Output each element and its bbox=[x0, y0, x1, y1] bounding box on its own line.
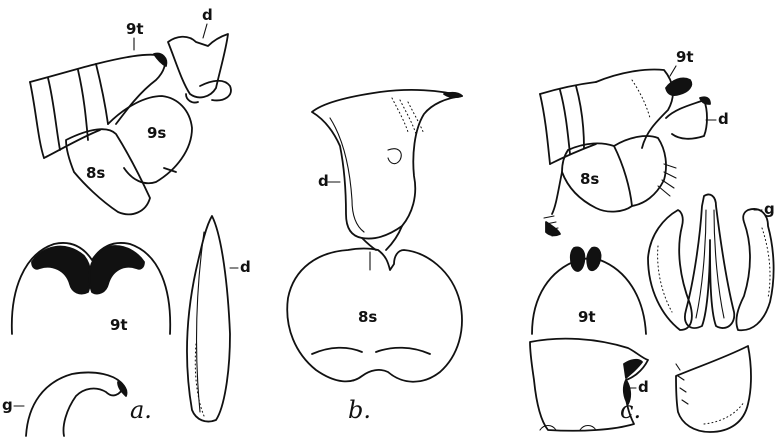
caption-c: c. bbox=[620, 396, 641, 424]
dististyle-mesal-stipple bbox=[704, 402, 744, 424]
sternite-mark bbox=[312, 348, 362, 354]
dististyle-mesal-outline bbox=[676, 346, 751, 432]
dististyle-outline bbox=[312, 90, 462, 239]
label-d: d bbox=[318, 172, 329, 190]
sternite-8-shape bbox=[66, 129, 150, 214]
tergite-lobe bbox=[32, 247, 91, 294]
panel-b: d 8s b. bbox=[287, 90, 462, 424]
panel-c-gonostylus-view: g bbox=[648, 194, 775, 330]
tergite-9-shape bbox=[596, 70, 673, 149]
segment-outline bbox=[96, 64, 108, 124]
segment-outline bbox=[576, 86, 584, 148]
label-9t: 9t bbox=[126, 20, 144, 38]
label-8s: 8s bbox=[86, 164, 105, 182]
gonostylus-right-edge bbox=[762, 228, 770, 298]
dististyle-stipple bbox=[400, 100, 416, 134]
dististyle-mesal-setae bbox=[676, 364, 688, 404]
dististyle-tip bbox=[444, 93, 462, 98]
panel-c-tergite-view: 9t bbox=[532, 248, 646, 334]
dististyle-stipple bbox=[392, 98, 408, 132]
panel-a-dististyle-view: d bbox=[187, 216, 251, 422]
panel-c-side-view: 9t d 8s bbox=[540, 48, 729, 236]
dististyle-outline bbox=[187, 216, 230, 422]
label-9t: 9t bbox=[676, 48, 694, 66]
label-d: d bbox=[202, 6, 213, 24]
caption-a: a. bbox=[130, 396, 152, 424]
gonostylus-right bbox=[736, 209, 773, 330]
sternite-mark bbox=[376, 348, 430, 354]
segment-outline bbox=[44, 130, 100, 158]
label-d: d bbox=[718, 110, 729, 128]
segment-outline bbox=[540, 82, 596, 94]
tergite-lobe bbox=[89, 246, 144, 294]
panel-c: 9t d 8s 9t g bbox=[530, 48, 775, 432]
tergite-9-apex bbox=[154, 54, 166, 66]
gonostylus-outline bbox=[26, 373, 124, 437]
label-9t: 9t bbox=[578, 308, 596, 326]
dististyle-tip bbox=[700, 97, 710, 104]
label-d: d bbox=[638, 378, 649, 396]
tergite-spine bbox=[587, 248, 600, 271]
sternite-9-bristles bbox=[658, 164, 676, 196]
segment-outline bbox=[560, 90, 570, 154]
leader-line bbox=[203, 24, 207, 38]
sternite-8-lobe bbox=[552, 172, 562, 214]
label-8s: 8s bbox=[358, 308, 377, 326]
panel-a-tergite-view: 9t bbox=[12, 243, 170, 334]
gonostylus-left-edge bbox=[658, 246, 672, 312]
segment-outline bbox=[78, 70, 88, 140]
panel-a-gonostylus-view: g bbox=[2, 373, 127, 437]
label-9s: 9s bbox=[147, 124, 166, 142]
tergite-spine bbox=[571, 248, 585, 271]
stalk bbox=[386, 226, 402, 250]
label-9t: 9t bbox=[110, 316, 128, 334]
panel-b-dististyle-view: d bbox=[312, 90, 462, 250]
panel-a-side-view: 9t d 9s 8s bbox=[30, 6, 231, 214]
segment-outline bbox=[30, 64, 96, 82]
panel-a: 9t d 9s 8s 9t g d a. bbox=[2, 6, 251, 436]
segment-outline bbox=[540, 94, 550, 164]
dististyle-notch bbox=[388, 149, 401, 164]
sternite-9-shape bbox=[614, 136, 666, 206]
label-g: g bbox=[764, 200, 775, 218]
leader-line bbox=[670, 66, 676, 76]
label-8s: 8s bbox=[580, 170, 599, 188]
dististyle-shape bbox=[666, 100, 707, 139]
aedeagus-outline bbox=[685, 194, 734, 328]
dististyle-fringe bbox=[624, 360, 642, 378]
segment-outline bbox=[48, 78, 60, 150]
panel-b-sternite-view: 8s bbox=[287, 249, 462, 382]
label-d: d bbox=[240, 258, 251, 276]
dististyle-shape bbox=[168, 34, 228, 97]
label-g: g bbox=[2, 396, 13, 414]
tergite-stipple bbox=[632, 80, 650, 118]
caption-b: b. bbox=[348, 396, 371, 424]
segment-outline bbox=[30, 82, 44, 158]
